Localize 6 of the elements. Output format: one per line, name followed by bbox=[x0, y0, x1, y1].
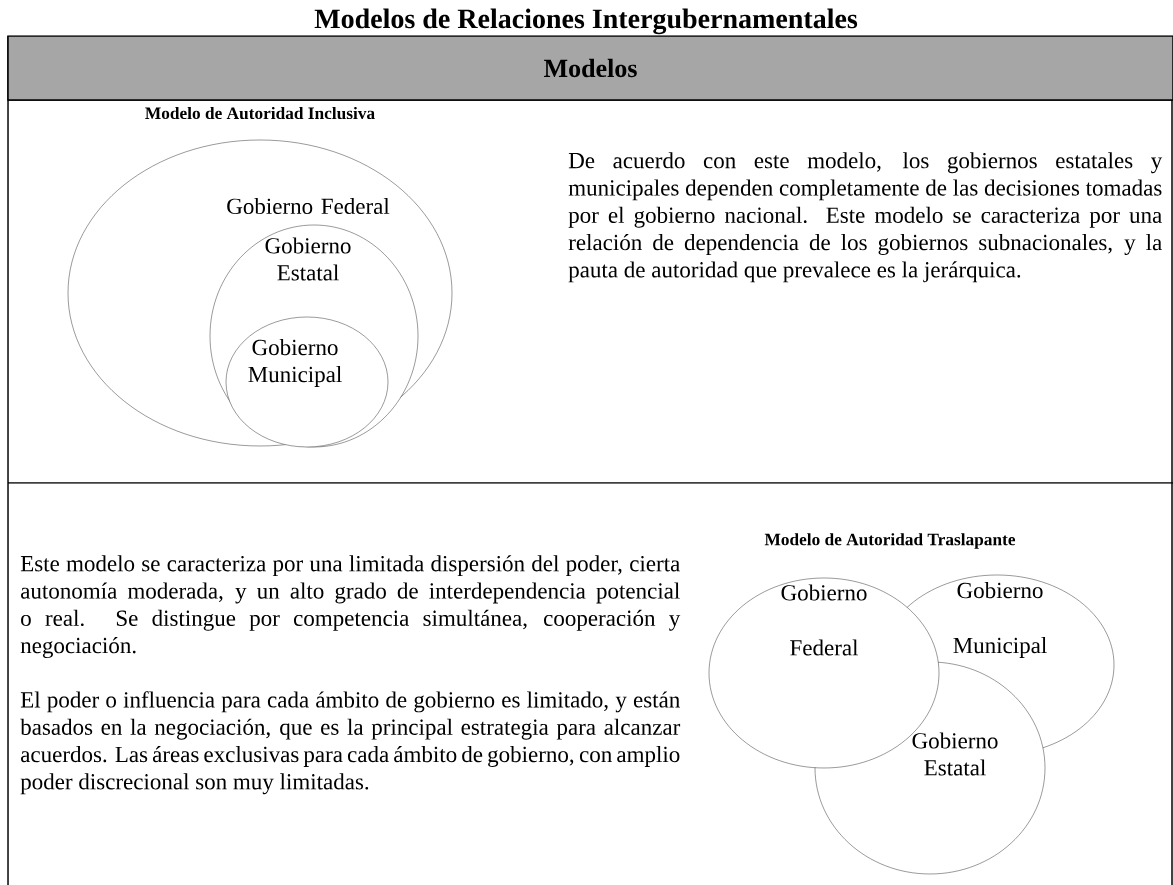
paragraph: Este modelo se caracteriza por una limitada dispersión del poder, cierta autonomía moderada, y un alto grado de interdependencia potencial o real. Se distingue por competencia simultánea, cooperación y negociación. bbox=[20, 555, 681, 659]
header-band: Modelos bbox=[7, 35, 1173, 101]
paragraph: El poder o influencia para cada ámbito de gobierno es limitado, y están basados en la negociación, que es la principal estrategia para alcanzar acuerdos. Las áreas exclusivas para cada ámbito de gobierno, con amplio poder discrecional son muy limitadas. bbox=[20, 691, 681, 795]
paragraph: De acuerdo con este modelo, los gobiernos estatales y municipales dependen completamente de las decisiones tomadas por el gobierno nacional. Este modelo se caracteriza por una relación de dependencia de los gobiernos subnacionales, y la pauta de autoridad que prevalece es la jerárquica. bbox=[568, 152, 1163, 283]
title: Modelos de Relaciones Intergubernamentales bbox=[314, 8, 858, 35]
heading-text: Modelo de Autoridad Traslapante bbox=[764, 533, 1016, 549]
